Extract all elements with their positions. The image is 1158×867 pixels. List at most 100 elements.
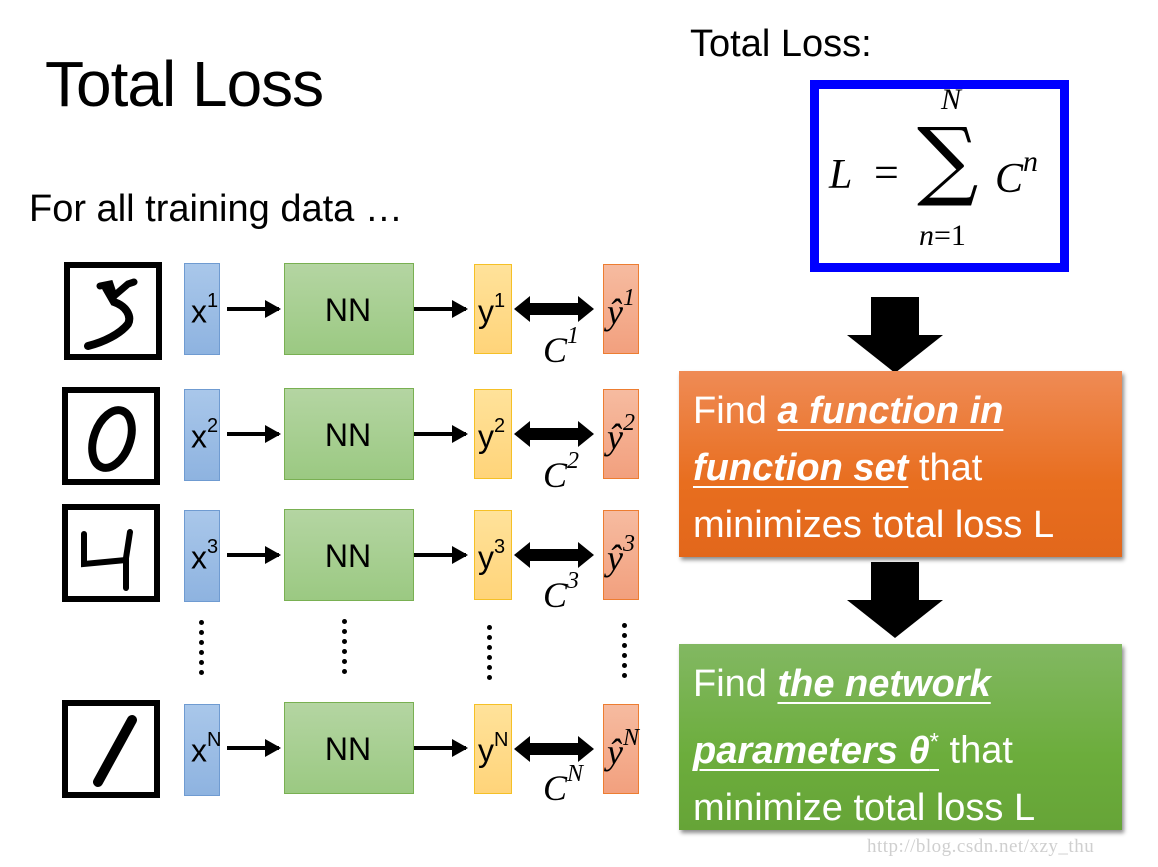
total-loss-label: Total Loss:: [690, 23, 872, 65]
target-var: ŷ: [607, 292, 623, 332]
nn-label: NN: [324, 538, 372, 574]
step2-line3: minimize total loss L: [693, 786, 1036, 829]
theta-star-sup: *: [929, 728, 939, 755]
target-var: ŷ: [607, 732, 623, 772]
input-vector-box: [184, 263, 220, 355]
sum-lower-limit: n=1: [919, 219, 966, 253]
cost-var: C: [543, 330, 568, 370]
input-vector-box: [184, 510, 220, 602]
ellipsis-dots-icon: [342, 619, 348, 679]
input-var: x: [191, 539, 207, 576]
target-box: [603, 389, 639, 479]
input-label: xN: [191, 730, 221, 767]
target-var: ŷ: [607, 538, 623, 578]
digit-4-icon: [81, 529, 133, 591]
target-sup: N: [622, 725, 639, 751]
double-arrow-icon: [514, 736, 594, 762]
formula-term-base: C: [995, 156, 1024, 202]
digit-1-icon: [93, 715, 137, 787]
input-sup: 1: [207, 290, 219, 312]
cost-var: C: [543, 768, 568, 808]
input-sup: 3: [207, 536, 219, 558]
output-label: yN: [478, 730, 508, 769]
output-box: [474, 704, 512, 794]
target-var: ŷ: [607, 417, 623, 457]
watermark: http://blog.csdn.net/xzy_thu: [867, 836, 1095, 857]
input-vector-box: [184, 389, 220, 481]
cost-label: C1: [543, 324, 579, 370]
digit-0-icon: [88, 406, 136, 472]
output-var: y: [478, 293, 494, 330]
output-box: [474, 389, 512, 479]
nn-label: NN: [324, 731, 372, 767]
output-var: y: [478, 418, 494, 455]
target-box: [603, 264, 639, 354]
arrow-right-icon: [227, 300, 281, 318]
arrow-right-icon: [414, 739, 468, 757]
step-find-parameters-panel: Find the network parameters θ* that mini…: [679, 644, 1122, 830]
step-find-function-panel: Find a function in function set that min…: [679, 371, 1122, 557]
input-label: x2: [191, 416, 218, 455]
cost-sup: 2: [567, 448, 580, 474]
output-box: [474, 510, 512, 600]
formula-box: L = N ∑ n=1 Cn: [810, 80, 1069, 272]
step2-emphasis-1: the network: [777, 663, 991, 705]
ellipsis-dots-icon: [622, 623, 628, 683]
formula-term-sup: n: [1023, 145, 1039, 178]
target-sup: 2: [622, 410, 635, 436]
arrow-right-icon: [227, 739, 281, 757]
slide-title: Total Loss: [45, 48, 324, 120]
output-sup: 1: [494, 290, 506, 312]
input-label: x1: [191, 291, 218, 330]
arrow-right-icon: [414, 300, 468, 318]
target-label: ŷ1: [607, 286, 635, 332]
nn-box: [284, 388, 414, 480]
cost-sup: 1: [567, 323, 580, 349]
double-arrow-icon: [514, 542, 594, 568]
input-var: x: [191, 418, 207, 455]
step2-suffix: that: [939, 729, 1013, 772]
sum-upper-limit: N: [941, 83, 962, 116]
arrow-right-icon: [227, 546, 281, 564]
step1-suffix: that: [908, 447, 983, 489]
target-label: ŷ3: [607, 532, 635, 578]
target-label: ŷ2: [607, 411, 635, 457]
double-arrow-icon: [514, 421, 594, 447]
arrow-right-icon: [227, 425, 281, 443]
step1-line3: minimizes total loss L: [693, 504, 1055, 546]
digit-image-5: [64, 262, 162, 360]
target-label: ŷN: [607, 726, 639, 772]
arrow-right-icon: [414, 425, 468, 443]
down-arrow-icon: [847, 297, 943, 373]
sum-lower-var: n: [919, 219, 934, 252]
step1-emphasis-2: function set: [693, 447, 909, 489]
target-box: [603, 510, 639, 600]
target-sup: 3: [622, 531, 635, 557]
output-var: y: [478, 732, 494, 769]
cost-sup: 3: [567, 568, 580, 594]
ellipsis-dots-icon: [487, 625, 493, 685]
cost-label: C3: [543, 569, 579, 613]
step2-emphasis-2-text: parameters θ: [693, 729, 930, 772]
sum-lower-eq: =1: [934, 219, 966, 252]
ellipsis-dots-icon: [199, 620, 205, 680]
double-arrow-icon: [514, 296, 594, 322]
output-sup: 3: [494, 536, 506, 558]
subtitle: For all training data …: [29, 188, 403, 230]
output-label: y3: [478, 537, 505, 576]
down-arrow-icon: [847, 562, 943, 638]
output-label: y1: [478, 291, 505, 330]
digit-image-4: [62, 504, 160, 602]
cost-sup: N: [567, 761, 584, 787]
nn-label: NN: [324, 417, 372, 453]
input-sup: 2: [207, 415, 219, 437]
output-var: y: [478, 539, 494, 576]
input-sup: N: [207, 729, 222, 751]
input-var: x: [191, 293, 207, 330]
output-box: [474, 264, 512, 354]
input-vector-box: [184, 704, 220, 796]
cost-label: CN: [543, 762, 583, 808]
nn-box: [284, 509, 414, 601]
step2-prefix: Find: [693, 663, 778, 705]
cost-label: C2: [543, 449, 579, 493]
